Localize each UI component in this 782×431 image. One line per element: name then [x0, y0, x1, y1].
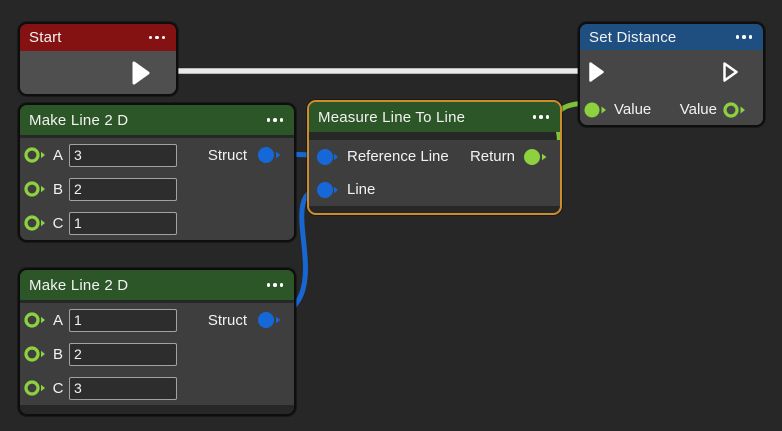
node-make-line-top[interactable]: Make Line 2 D A Struct: [18, 103, 296, 242]
node-set-distance-header[interactable]: Set Distance: [580, 24, 763, 50]
node-title: Start: [29, 29, 62, 46]
struct-output-label: Struct: [207, 146, 247, 164]
field-label-b: B: [52, 180, 63, 198]
field-input-c[interactable]: [69, 211, 177, 235]
field-input-b[interactable]: [69, 342, 177, 366]
line-input-pin[interactable]: [313, 180, 339, 200]
menu-icon[interactable]: [265, 281, 286, 289]
node-make-line-top-header[interactable]: Make Line 2 D: [20, 105, 294, 135]
reference-line-input-pin[interactable]: [313, 147, 339, 167]
node-set-distance[interactable]: Set Distance Value Valu: [578, 22, 765, 127]
return-output-pin[interactable]: [522, 147, 548, 167]
menu-icon[interactable]: [147, 34, 168, 42]
node-measure-header[interactable]: Measure Line To Line: [309, 102, 560, 132]
input-pin-a[interactable]: [20, 145, 46, 165]
struct-output-pin[interactable]: [256, 145, 282, 165]
node-title: Make Line 2 D: [29, 276, 129, 294]
value-output-label: Value: [679, 101, 717, 118]
node-title: Measure Line To Line: [318, 108, 466, 126]
exec-out-pin[interactable]: [131, 60, 151, 86]
field-label-b: B: [52, 345, 63, 363]
input-pin-a[interactable]: [20, 310, 46, 330]
node-title: Make Line 2 D: [29, 111, 129, 129]
menu-icon[interactable]: [265, 116, 286, 124]
input-pin-b[interactable]: [20, 179, 46, 199]
reference-line-label: Reference Line: [347, 148, 449, 165]
line-label: Line: [347, 181, 376, 198]
node-start-header[interactable]: Start: [20, 24, 176, 51]
field-label-c: C: [52, 214, 64, 232]
value-output-pin[interactable]: [721, 100, 747, 120]
field-input-a[interactable]: [69, 143, 177, 167]
value-input-label: Value: [614, 101, 652, 118]
field-label-a: A: [52, 311, 63, 329]
node-make-line-bottom[interactable]: Make Line 2 D A Struct: [18, 268, 296, 416]
input-pin-c[interactable]: [20, 213, 46, 233]
exec-out-pin[interactable]: [722, 61, 739, 83]
struct-output-pin[interactable]: [256, 310, 282, 330]
struct-output-label: Struct: [207, 311, 247, 329]
field-input-a[interactable]: [69, 308, 177, 332]
field-label-c: C: [52, 379, 64, 397]
input-pin-b[interactable]: [20, 344, 46, 364]
input-pin-c[interactable]: [20, 378, 46, 398]
return-label: Return: [469, 148, 515, 165]
node-start[interactable]: Start: [18, 22, 178, 96]
node-title: Set Distance: [589, 28, 677, 46]
menu-icon[interactable]: [531, 113, 552, 121]
node-measure-line-to-line[interactable]: Measure Line To Line Reference Line Retu…: [307, 100, 562, 215]
field-input-c[interactable]: [69, 376, 177, 400]
field-input-b[interactable]: [69, 177, 177, 201]
field-label-a: A: [52, 146, 63, 164]
menu-icon[interactable]: [734, 33, 755, 41]
value-input-pin[interactable]: [582, 100, 608, 120]
exec-in-pin[interactable]: [588, 61, 605, 83]
node-make-line-bottom-header[interactable]: Make Line 2 D: [20, 270, 294, 300]
